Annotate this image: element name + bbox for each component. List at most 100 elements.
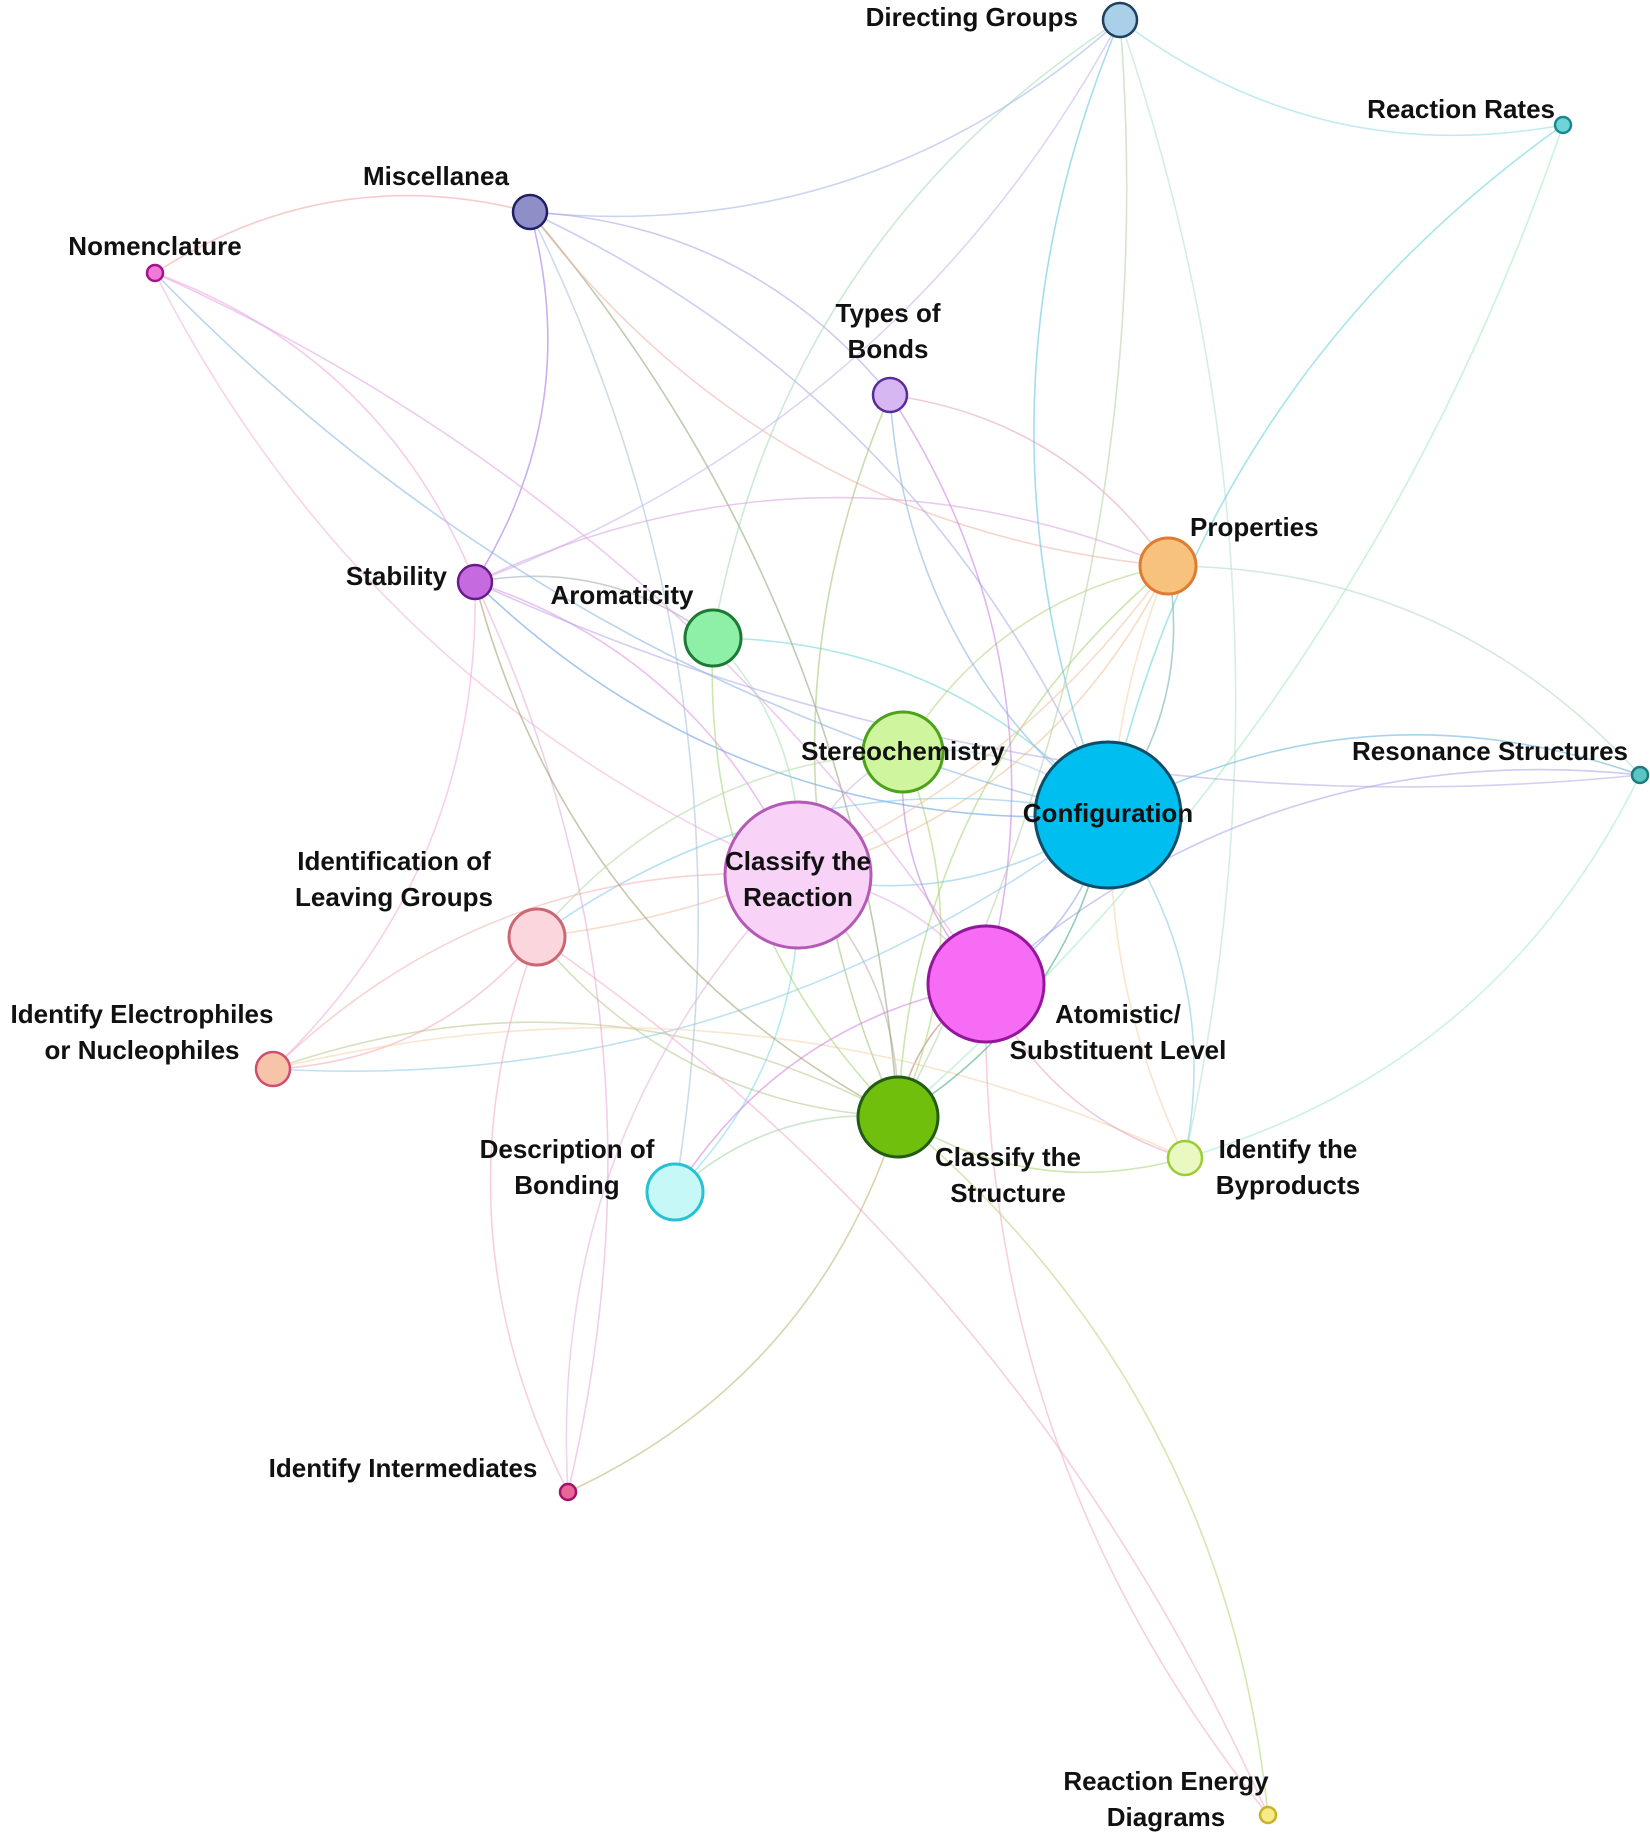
node-classify_reaction[interactable] <box>723 800 873 950</box>
edge-bonds-atomistic <box>889 394 1013 985</box>
node-classify_structure[interactable] <box>856 1075 940 1159</box>
label-resonance: Resonance Structures <box>1352 736 1628 766</box>
edge-electrophiles-configuration <box>272 814 1109 1072</box>
label-bonding-line-1: Bonding <box>514 1170 619 1200</box>
edge-bonds-classify_structure <box>813 394 899 1118</box>
edge-stereo-classify_structure <box>897 751 942 1118</box>
node-energy[interactable] <box>1258 1805 1278 1825</box>
label-bonding: Description of Bonding <box>480 1134 655 1200</box>
label-bonds-line-0: Types of <box>836 298 941 328</box>
label-rates: Reaction Rates <box>1367 94 1555 124</box>
node-leaving[interactable] <box>507 907 567 967</box>
label-intermediates-line-0: Identify Intermediates <box>269 1453 538 1483</box>
label-stability-line-0: Stability <box>346 561 448 591</box>
label-leaving-line-0: Identification of <box>297 846 491 876</box>
label-leaving-line-1: Leaving Groups <box>295 882 493 912</box>
label-stereo: Stereochemistry <box>801 736 1005 766</box>
label-atomistic-line-0: Atomistic/ <box>1055 999 1181 1029</box>
node-rates[interactable] <box>1553 115 1573 135</box>
edge-misc-nomenclature <box>154 194 531 274</box>
edge-intermediates-classify_reaction <box>565 874 799 1493</box>
node-nomenclature[interactable] <box>145 263 165 283</box>
edge-electrophiles-classify_structure <box>272 1021 899 1118</box>
node-bonds[interactable] <box>871 376 909 414</box>
label-intermediates: Identify Intermediates <box>269 1453 538 1483</box>
label-resonance-line-0: Resonance Structures <box>1352 736 1628 766</box>
edge-aromaticity-stability <box>474 575 714 639</box>
edge-energy-classify_structure <box>897 1116 1269 1816</box>
label-bonds: Types of Bonds <box>836 298 941 364</box>
label-bonds-line-1: Bonds <box>848 334 929 364</box>
label-stability: Stability <box>346 561 448 591</box>
label-energy-line-0: Reaction Energy <box>1063 1766 1269 1796</box>
edge-resonance-byproducts <box>1184 774 1641 1159</box>
label-electrophiles: Identify Electrophiles or Nucleophiles <box>11 999 274 1065</box>
edge-leaving-properties <box>536 565 1169 938</box>
node-stereo[interactable] <box>861 710 945 794</box>
node-layer <box>145 1 1650 1825</box>
node-bonding[interactable] <box>645 1162 705 1222</box>
edge-electrophiles-stability <box>272 581 476 1070</box>
node-resonance[interactable] <box>1630 765 1650 785</box>
label-nomenclature-line-0: Nomenclature <box>68 231 241 261</box>
label-bonding-line-0: Description of <box>480 1134 655 1164</box>
label-misc-line-0: Miscellanea <box>363 161 510 191</box>
label-classify_structure-line-1: Structure <box>950 1178 1066 1208</box>
node-stability[interactable] <box>456 563 494 601</box>
edge-nomenclature-stability <box>154 272 476 583</box>
edge-properties-classify_structure <box>897 565 1169 1118</box>
node-configuration[interactable] <box>1033 740 1183 890</box>
edge-energy-atomistic <box>984 983 1269 1816</box>
label-atomistic: Atomistic/Substituent Level <box>1010 999 1227 1065</box>
label-atomistic-line-1: Substituent Level <box>1010 1035 1227 1065</box>
label-electrophiles-line-0: Identify Electrophiles <box>11 999 274 1029</box>
label-aromaticity-line-0: Aromaticity <box>550 580 694 610</box>
node-atomistic[interactable] <box>926 924 1046 1044</box>
label-energy-line-1: Diagrams <box>1107 1802 1226 1832</box>
label-electrophiles-line-1: or Nucleophiles <box>44 1035 239 1065</box>
label-directing: Directing Groups <box>866 2 1078 32</box>
edge-misc-properties <box>529 211 1169 567</box>
edge-electrophiles-classify_reaction <box>272 872 799 1070</box>
label-byproducts-line-0: Identify the <box>1219 1134 1358 1164</box>
edge-stability-configuration <box>474 581 1109 818</box>
edge-bonds-properties <box>889 394 1169 567</box>
label-classify_structure-line-0: Classify the <box>935 1142 1081 1172</box>
edge-directing-rates <box>1119 19 1564 137</box>
edge-resonance-stability <box>474 581 1641 788</box>
node-properties[interactable] <box>1138 536 1198 596</box>
edge-resonance-configuration <box>1107 733 1641 816</box>
label-directing-line-0: Directing Groups <box>866 2 1078 32</box>
label-aromaticity: Aromaticity <box>550 580 694 610</box>
edge-misc-configuration <box>529 211 1109 816</box>
edge-nomenclature-atomistic <box>154 272 987 985</box>
node-byproducts[interactable] <box>1166 1139 1204 1177</box>
label-byproducts-line-1: Byproducts <box>1216 1170 1360 1200</box>
edge-stability-classify_structure <box>474 581 899 1118</box>
edge-misc-bonds <box>529 211 891 396</box>
label-stereo-line-0: Stereochemistry <box>801 736 1005 766</box>
node-intermediates[interactable] <box>558 1482 578 1502</box>
label-misc: Miscellanea <box>363 161 510 191</box>
edge-intermediates-stability <box>474 581 609 1493</box>
edge-leaving-energy <box>536 936 1269 1816</box>
edge-misc-classify_structure <box>529 211 899 1118</box>
edge-directing-aromaticity <box>712 19 1121 639</box>
edge-resonance-properties <box>1167 565 1641 776</box>
label-properties: Properties <box>1190 512 1319 542</box>
node-directing[interactable] <box>1101 1 1139 39</box>
label-configuration: Configuration <box>1023 798 1193 828</box>
edge-intermediates-classify_structure <box>567 1116 899 1493</box>
edge-misc-stability <box>474 211 549 583</box>
node-misc[interactable] <box>511 193 549 231</box>
node-electrophiles[interactable] <box>254 1050 292 1088</box>
node-aromaticity[interactable] <box>683 608 743 668</box>
edge-nomenclature-configuration <box>154 272 1109 816</box>
edge-layer <box>154 19 1641 1816</box>
label-leaving: Identification of Leaving Groups <box>295 846 493 912</box>
